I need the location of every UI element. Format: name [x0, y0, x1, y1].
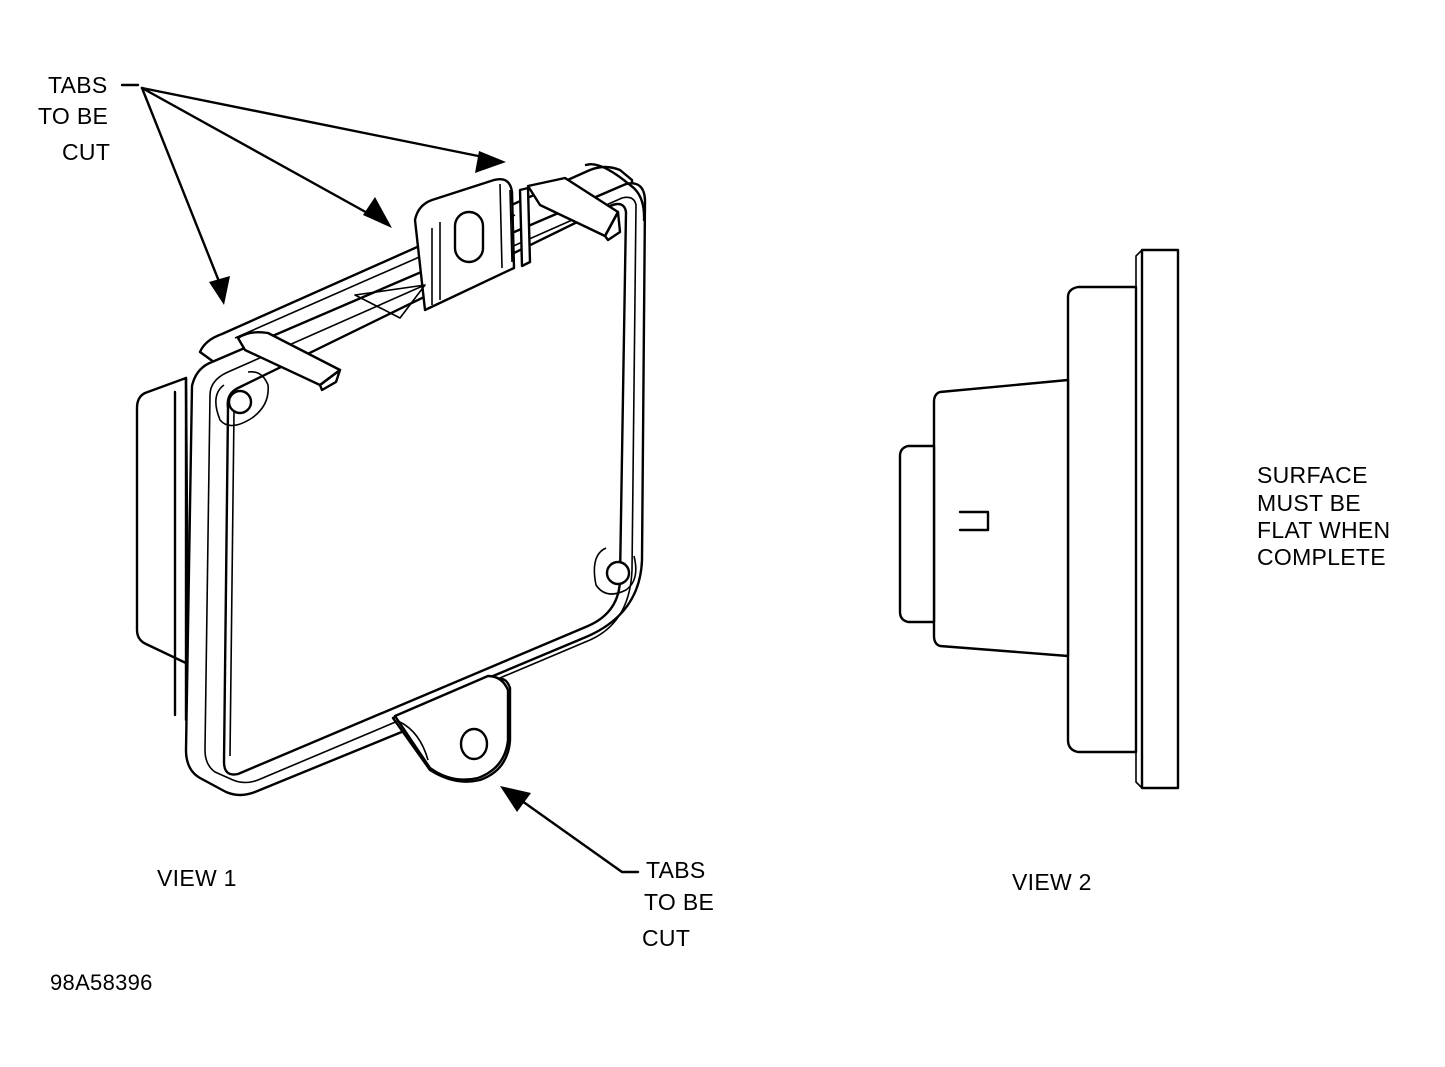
- view2-side-profile: [898, 248, 1180, 790]
- tabs-top-label-line2: TO BE: [38, 103, 109, 129]
- tabs-bottom-callout-arrow: [500, 786, 640, 874]
- figure-id: 98A58396: [50, 970, 153, 995]
- view1-label: VIEW 1: [157, 865, 237, 891]
- tabs-top-callout-arrows: [120, 83, 506, 305]
- surface-note-line4: COMPLETE: [1257, 544, 1386, 570]
- surface-note-line1: SURFACE: [1257, 462, 1368, 488]
- tabs-bottom-label-line2: TO BE: [644, 889, 715, 915]
- surface-note-line3: FLAT WHEN: [1257, 517, 1391, 543]
- tabs-bottom-label-line1: TABS: [646, 857, 706, 883]
- view1-module-drawing: [135, 163, 647, 797]
- view2-label: VIEW 2: [1012, 869, 1092, 895]
- surface-note-line2: MUST BE: [1257, 490, 1361, 516]
- tabs-top-label-line3: CUT: [62, 139, 111, 165]
- tabs-bottom-label-line3: CUT: [642, 925, 691, 951]
- tabs-top-label-line1: TABS: [48, 72, 108, 98]
